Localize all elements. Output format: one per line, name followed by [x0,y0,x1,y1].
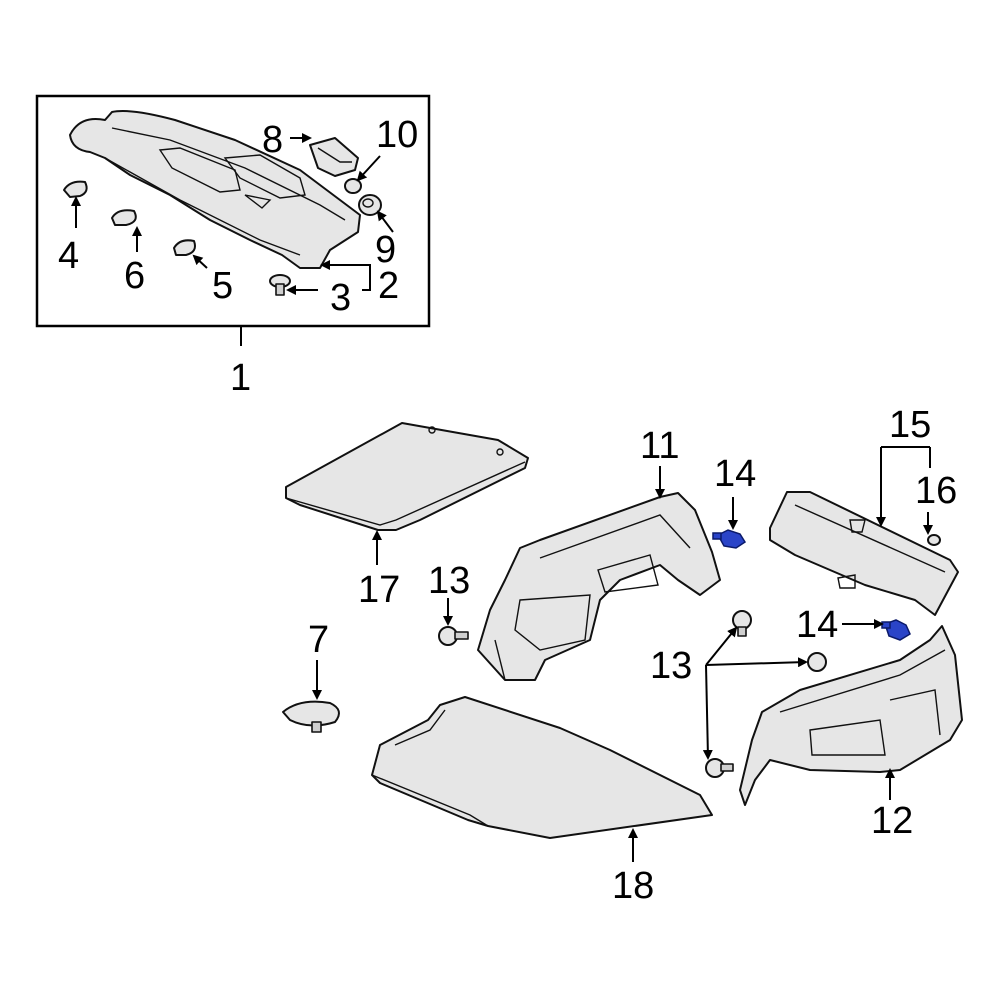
clip-part-14-lower [881,619,911,641]
leader-2-bracket [362,264,371,291]
clip-part-16 [927,534,941,546]
callout-13-left: 13 [428,560,470,602]
clip-part-13-top [732,610,752,637]
callout-14-upper: 14 [714,453,756,495]
rear-panel-part-15 [769,491,959,616]
package-tray-part [69,110,361,269]
callout-8: 8 [262,119,283,161]
callout-13-right: 13 [650,645,692,687]
callout-10: 10 [376,114,418,156]
clip-part-14-upper [712,529,747,549]
left-side-lining-part-11 [477,492,721,681]
clip-part-13-bottom [705,758,734,778]
callout-12: 12 [871,800,913,842]
clip-part-13-mid [807,652,827,672]
leader-9 [376,210,394,233]
callout-18: 18 [612,865,654,907]
clip-part-4 [63,180,88,198]
bulb-part-10 [344,178,362,194]
callout-14-lower: 14 [796,604,838,646]
callout-11: 11 [640,425,679,467]
light-housing-part-8 [309,137,359,177]
leader-10 [356,155,381,182]
callout-7: 7 [308,619,329,661]
leader-13-to-mid [705,657,808,668]
clip-part-5 [173,239,196,256]
callout-4: 4 [58,235,79,277]
leader-13-to-bottom [702,664,713,760]
callout-1: 1 [230,357,251,399]
right-side-lining-part-12 [739,625,963,806]
trunk-board-part-17 [285,422,529,531]
socket-part-9 [358,194,382,216]
callout-3: 3 [330,277,351,319]
trunk-mat-part-18 [371,696,713,839]
leader-13-to-top [705,626,738,666]
fastener-part-3 [269,274,291,296]
callout-2: 2 [378,265,399,307]
callout-5: 5 [212,265,233,307]
cap-part-7 [282,700,340,733]
callout-15: 15 [889,404,931,446]
clip-part-6 [111,209,137,226]
callout-9: 9 [375,229,396,271]
clip-part-13-left [438,626,469,646]
callout-6: 6 [124,255,145,297]
callout-17: 17 [358,569,400,611]
leader-5 [192,254,208,269]
assembly-1-frame [35,94,431,328]
callout-16: 16 [915,470,957,512]
